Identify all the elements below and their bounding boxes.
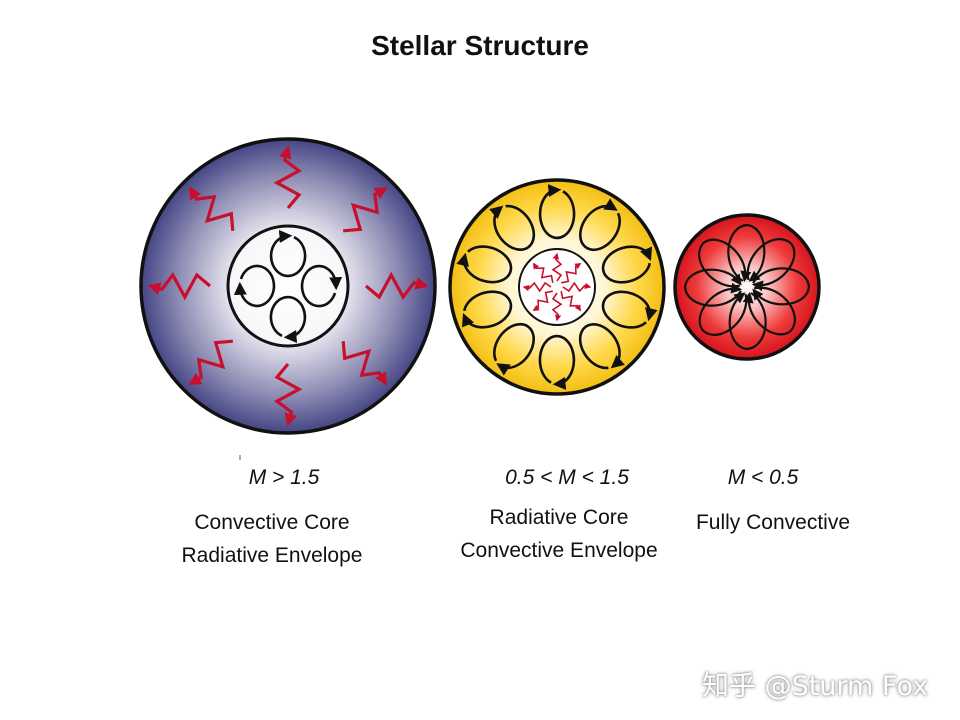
convection-cell-icon bbox=[269, 295, 307, 343]
convection-loop-icon bbox=[698, 238, 752, 288]
convection-petal-icon bbox=[727, 223, 766, 282]
radiation-arrow-icon bbox=[274, 362, 303, 427]
star-2-core-label: Radiative Core bbox=[489, 506, 629, 529]
radiation-arrow-icon bbox=[533, 262, 554, 283]
star-1-mass-label: M > 1.5 bbox=[248, 466, 320, 489]
radiation-arrow-icon bbox=[341, 341, 387, 386]
convection-petal-icon bbox=[698, 282, 748, 336]
radiation-arrow-icon bbox=[562, 281, 592, 293]
massive-star-convection-cells bbox=[233, 230, 343, 343]
star-3-structure-label: Fully Convective bbox=[695, 511, 851, 534]
convection-cell-icon bbox=[579, 198, 621, 252]
massive-star-core bbox=[226, 224, 350, 348]
convection-loop-icon bbox=[752, 267, 811, 306]
convection-cell-icon bbox=[456, 245, 513, 284]
convection-petal-icon bbox=[742, 286, 796, 336]
convection-loop-icon bbox=[538, 184, 576, 240]
convection-cell-icon bbox=[601, 290, 658, 329]
convection-loop-icon bbox=[742, 286, 796, 336]
convection-loop-icon bbox=[462, 290, 513, 329]
convection-petal-icon bbox=[746, 238, 796, 292]
convection-loop-icon bbox=[269, 230, 307, 278]
convection-cell-icon bbox=[493, 322, 535, 376]
star-2-envelope-label: Convective Envelope bbox=[460, 539, 658, 562]
convection-cell-icon bbox=[489, 204, 536, 251]
convection-loop-icon bbox=[683, 268, 742, 307]
solar-star-radiation-arrows bbox=[522, 252, 592, 322]
star-3-mass-label: M < 0.5 bbox=[727, 466, 799, 489]
convection-loop-icon bbox=[698, 282, 748, 336]
convection-cell-icon bbox=[300, 264, 343, 308]
convection-loop-icon bbox=[578, 323, 625, 370]
radiation-arrow-icon bbox=[364, 271, 429, 300]
page-title: Stellar Structure bbox=[371, 30, 589, 61]
convection-loop-icon bbox=[579, 198, 621, 252]
radiation-arrow-icon bbox=[189, 186, 235, 231]
convection-loop-icon bbox=[728, 292, 767, 351]
radiation-arrow-icon bbox=[273, 145, 302, 210]
convection-loop-icon bbox=[269, 295, 307, 343]
convection-loop-icon bbox=[746, 238, 796, 292]
radiation-arrow-icon bbox=[551, 252, 563, 282]
massive-star-radiation-arrows bbox=[147, 145, 429, 427]
convection-cell-icon bbox=[538, 334, 576, 390]
solar-star-convection-cells bbox=[456, 184, 658, 390]
red-dwarf-convection-petals bbox=[683, 223, 811, 351]
radiation-arrow-icon bbox=[343, 187, 388, 233]
convection-loop-icon bbox=[489, 204, 536, 251]
convection-loop-icon bbox=[538, 334, 576, 390]
radiation-arrow-icon bbox=[560, 291, 581, 312]
convection-loop-icon bbox=[493, 322, 535, 376]
radiation-arrow-icon bbox=[522, 281, 552, 293]
radiation-arrow-icon bbox=[188, 339, 233, 385]
convection-petal-icon bbox=[683, 268, 742, 307]
convection-loop-icon bbox=[233, 264, 276, 308]
convection-cell-icon bbox=[538, 184, 576, 240]
convection-loop-icon bbox=[727, 223, 766, 282]
convection-loop-icon bbox=[601, 245, 652, 284]
convection-petal-icon bbox=[752, 267, 811, 306]
radiation-arrow-icon bbox=[532, 290, 553, 311]
convection-petal-icon bbox=[728, 292, 767, 351]
convection-petal-icon bbox=[698, 238, 752, 288]
convection-loop-icon bbox=[456, 245, 513, 284]
watermark: 知乎 @Sturm Fox bbox=[702, 671, 929, 702]
convection-cell-icon bbox=[233, 264, 276, 308]
radiation-arrow-icon bbox=[147, 272, 212, 301]
convection-loop-icon bbox=[601, 290, 658, 329]
star-1-envelope-label: Radiative Envelope bbox=[181, 544, 363, 567]
radiation-arrow-icon bbox=[551, 292, 563, 322]
star-2-mass-label: 0.5 < M < 1.5 bbox=[505, 466, 629, 489]
convection-cell-icon bbox=[578, 323, 625, 370]
red-dwarf-body bbox=[673, 213, 821, 361]
star-1-core-label: Convective Core bbox=[194, 511, 350, 534]
convection-loop-icon bbox=[300, 264, 343, 308]
convection-cell-icon bbox=[601, 245, 652, 284]
radiation-arrow-icon bbox=[561, 263, 582, 284]
convection-cell-icon bbox=[269, 230, 307, 278]
convection-cell-icon bbox=[462, 290, 513, 329]
